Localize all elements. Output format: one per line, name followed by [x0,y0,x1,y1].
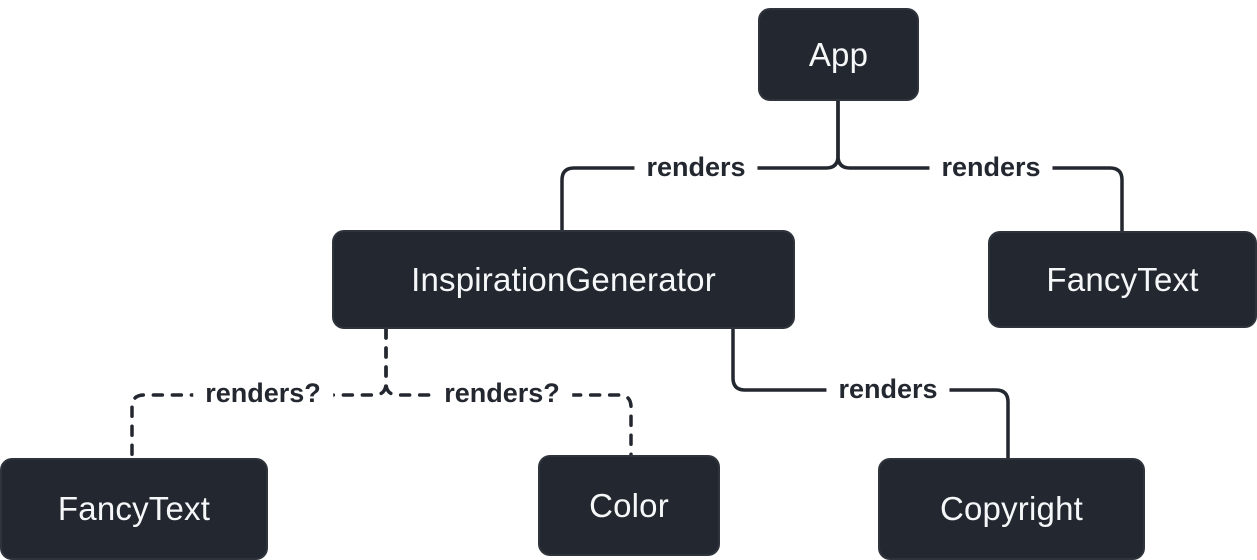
node-copyright: Copyright [878,458,1145,560]
node-fancy-text-top: FancyText [988,231,1257,328]
node-app: App [758,8,919,101]
edge-label-inspirationgenerator-copyright: renders [826,374,950,405]
connector-inspirationgenerator-color [384,327,633,457]
edge-label-app-inspirationgenerator: renders [634,152,758,183]
edge-label-app-fancytext: renders [929,152,1053,183]
node-inspiration-generator: InspirationGenerator [332,230,795,329]
node-color: Color [538,455,720,556]
edge-label-inspirationgenerator-fancytext: renders? [193,378,333,409]
node-fancy-text-bottom: FancyText [0,458,268,560]
edge-label-inspirationgenerator-color: renders? [432,378,572,409]
